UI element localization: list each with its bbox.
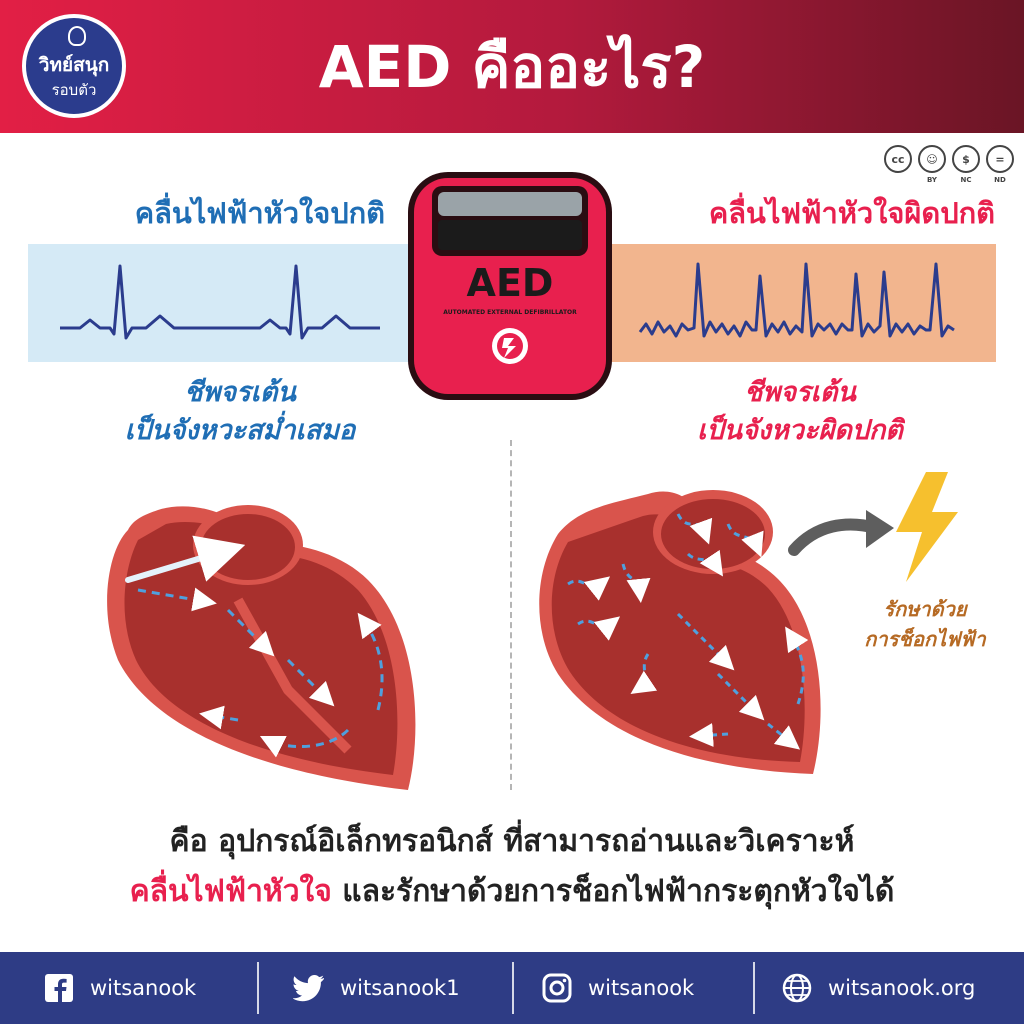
summary-line2: คลื่นไฟฟ้าหัวใจ และรักษาด้วยการช็อกไฟฟ้า…	[0, 868, 1024, 915]
license-by: BY	[926, 176, 938, 184]
noncommercial-icon: $	[952, 145, 980, 173]
abnormal-ecg-trace	[638, 262, 955, 338]
abnormal-ecg-title: คลื่นไฟฟ้าหัวใจผิดปกติ	[708, 196, 995, 230]
footer-separator	[512, 962, 514, 1014]
cc-icon: cc	[884, 145, 912, 173]
facebook-handle: witsanook	[90, 976, 197, 1000]
instagram-link[interactable]: witsanook	[540, 952, 694, 1024]
page-title: AED คืออะไร?	[318, 33, 706, 101]
lightning-icon	[896, 472, 958, 582]
instagram-handle: witsanook	[588, 976, 695, 1000]
shock-indicator	[788, 472, 958, 582]
globe-icon	[780, 971, 814, 1005]
normal-ecg-panel	[28, 244, 428, 362]
footer-separator	[753, 962, 755, 1014]
lightbulb-icon	[68, 26, 86, 46]
noderivatives-icon: =	[986, 145, 1014, 173]
twitter-handle: witsanook1	[340, 976, 460, 1000]
abnormal-desc-line1: ชีพจรเต้น	[744, 377, 856, 408]
license-nd: ND	[994, 176, 1006, 184]
logo-text-line1: วิทย์สนุก	[38, 54, 110, 76]
normal-desc-line2: เป็นจังหวะสม่ำเสมอ	[124, 415, 356, 446]
treatment-line2: การช็อกไฟฟ้า	[864, 627, 986, 651]
abnormal-desc-line2: เป็นจังหวะผิดปกติ	[697, 415, 903, 446]
shock-treatment-label: รักษาด้วย การช็อกไฟฟ้า	[835, 594, 1015, 654]
witsanook-logo: วิทย์สนุก รอบตัว	[22, 14, 126, 118]
abnormal-heart-illustration	[539, 490, 821, 774]
website-link[interactable]: witsanook.org	[780, 952, 975, 1024]
treatment-line1: รักษาด้วย	[883, 597, 967, 621]
instagram-icon	[540, 971, 574, 1005]
summary-highlight: คลื่นไฟฟ้าหัวใจ	[129, 874, 332, 909]
aed-device-sublabel: AUTOMATED EXTERNAL DEFIBRILLATOR	[443, 309, 577, 316]
facebook-link[interactable]: witsanook	[42, 952, 196, 1024]
abnormal-ecg-panel	[600, 244, 996, 362]
normal-ecg-title: คลื่นไฟฟ้าหัวใจปกติ	[134, 196, 385, 230]
normal-description: ชีพจรเต้น เป็นจังหวะสม่ำเสมอ	[80, 374, 400, 450]
facebook-icon	[42, 971, 76, 1005]
website-url: witsanook.org	[828, 976, 976, 1000]
footer-separator	[257, 962, 259, 1014]
license-nc: NC	[960, 176, 972, 184]
normal-ecg-trace	[60, 264, 380, 340]
logo-text-line2: รอบตัว	[51, 81, 97, 99]
twitter-link[interactable]: witsanook1	[292, 952, 460, 1024]
abnormal-description: ชีพจรเต้น เป็นจังหวะผิดปกติ	[640, 374, 960, 450]
twitter-icon	[292, 971, 326, 1005]
attribution-icon: ☺	[918, 145, 946, 173]
section-divider	[510, 440, 512, 790]
aed-device-label: AED	[467, 261, 554, 305]
summary-line2-rest: และรักษาด้วยการช็อกไฟฟ้ากระตุกหัวใจได้	[331, 874, 895, 909]
normal-heart-illustration	[107, 505, 416, 790]
summary-line1: คือ อุปกรณ์อิเล็กทรอนิกส์ ที่สามารถอ่านแ…	[169, 824, 855, 859]
aed-device: AED AUTOMATED EXTERNAL DEFIBRILLATOR	[408, 172, 612, 400]
arrow-icon	[788, 518, 882, 556]
normal-desc-line1: ชีพจรเต้น	[184, 377, 296, 408]
header-banner	[0, 0, 1024, 133]
